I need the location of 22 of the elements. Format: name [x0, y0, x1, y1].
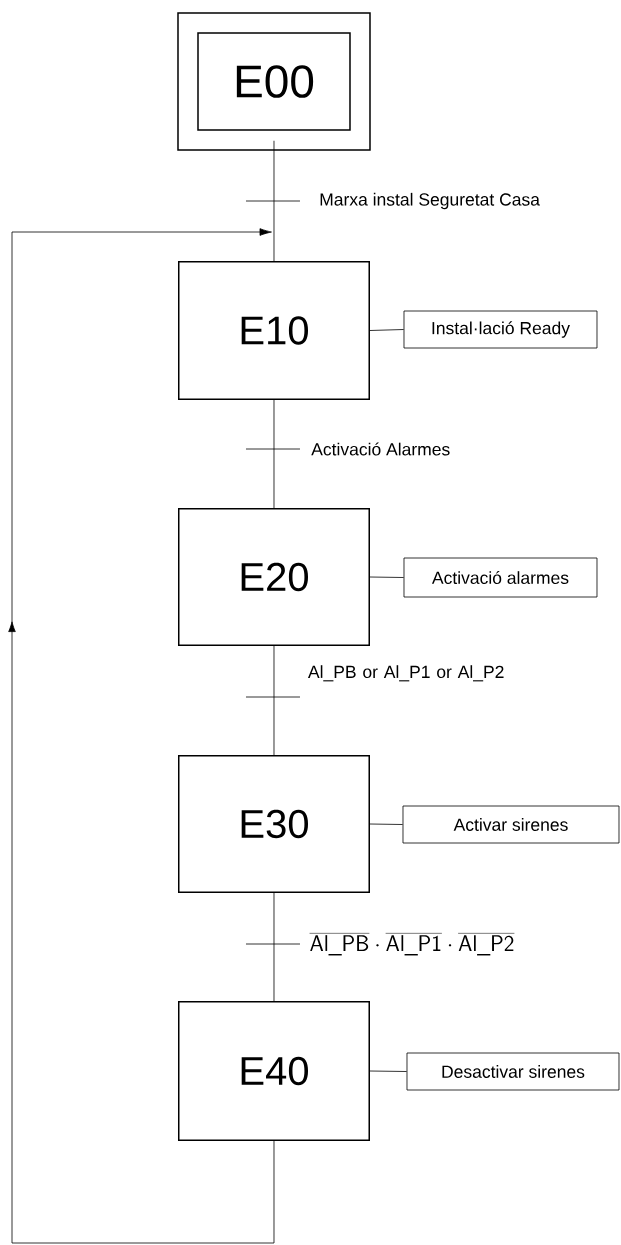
- transition-label: Marxa instal Seguretat Casa: [320, 192, 540, 210]
- connector: [369, 823, 403, 825]
- connector: [273, 399, 275, 509]
- step-box: E10: [178, 261, 370, 400]
- connector: [369, 576, 404, 578]
- loop-arrow: [8, 228, 275, 1244]
- connector: [273, 645, 275, 756]
- initial-step-box: E00: [177, 12, 371, 151]
- transition-label: $\overline{\mathsf{Al\_PB}}\cdot\overline{\mathsf{Al\_P1}}\cdot\overline{\mathsf{Al\_P2}}$: [309, 933, 515, 956]
- connector: [273, 892, 275, 1002]
- action-box: Instal·lació Ready: [403, 310, 598, 349]
- action-box: Activació alarmes: [403, 557, 598, 598]
- step-box: E40: [178, 1001, 370, 1141]
- step-box: E20: [178, 508, 370, 646]
- action-box: Desactivar sirenes: [406, 1052, 620, 1091]
- connector: [273, 140, 275, 262]
- connector: [369, 1070, 407, 1072]
- action-box: Activar sirenes: [402, 805, 620, 844]
- transition-label: Al_PB or Al_P1 or Al_P2: [308, 665, 504, 682]
- connector: [369, 329, 404, 331]
- transition-label: Activació Alarmes: [311, 442, 450, 456]
- step-box: E30: [178, 755, 370, 893]
